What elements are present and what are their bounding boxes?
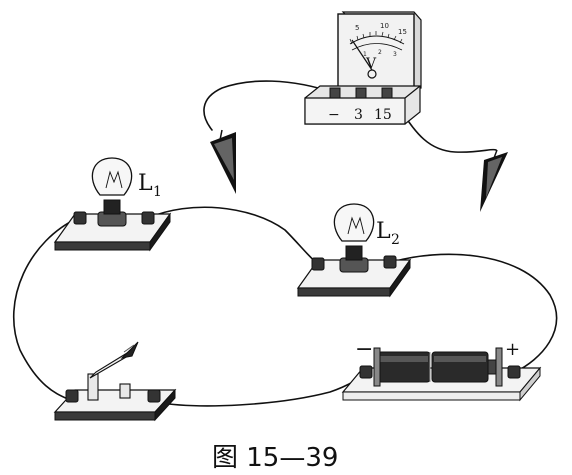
l1-terminal-left	[73, 211, 87, 225]
wire-switch-to-battery	[154, 371, 369, 407]
bulb-l1: L 1	[53, 157, 172, 252]
switch-terminal-right	[147, 389, 161, 403]
battery-pos-label: +	[505, 339, 520, 360]
voltmeter: 5 10 15 1 2 3 V − 3 15	[304, 11, 422, 125]
voltmeter-upper-15: 15	[398, 28, 407, 36]
battery-terminal-pos	[507, 365, 521, 379]
right-probe	[480, 149, 508, 212]
battery: − +	[341, 337, 542, 402]
l1-label: L	[138, 171, 153, 196]
wire-l1-to-l2	[147, 206, 319, 265]
wire-l2-to-battery	[391, 253, 558, 373]
voltmeter-face	[337, 13, 415, 89]
bulb-l2: L 2	[296, 203, 412, 298]
l1-terminal-right	[141, 211, 155, 225]
voltmeter-symbol: V	[365, 56, 377, 72]
left-probe	[210, 129, 236, 194]
wire-voltmeter-to-left-probe	[203, 80, 336, 131]
voltmeter-lower-2: 2	[378, 49, 382, 56]
battery-neg-label: −	[355, 337, 373, 362]
voltmeter-needle	[351, 39, 373, 71]
voltmeter-terminal-neg: −	[328, 107, 340, 123]
voltmeter-terminal-15: 15	[374, 107, 392, 123]
switch	[53, 341, 177, 422]
l1-label-sub: 1	[153, 184, 162, 200]
voltmeter-terminal-3: 3	[354, 107, 363, 123]
switch-handle	[120, 341, 139, 359]
voltmeter-upper-5: 5	[355, 24, 359, 32]
l2-label: L	[376, 219, 391, 244]
wire-l1-to-switch	[12, 217, 79, 401]
voltmeter-lower-3: 3	[393, 51, 397, 58]
figure-caption: 图 15—39	[212, 443, 338, 473]
voltmeter-lower-1: 1	[363, 51, 367, 58]
switch-terminal-left	[65, 389, 79, 403]
l2-terminal-left	[311, 257, 325, 271]
voltmeter-upper-10: 10	[380, 22, 389, 30]
battery-terminal-neg	[359, 365, 373, 379]
l2-label-sub: 2	[391, 232, 400, 248]
voltmeter-terminals	[329, 87, 393, 99]
l2-terminal-right	[383, 255, 397, 269]
